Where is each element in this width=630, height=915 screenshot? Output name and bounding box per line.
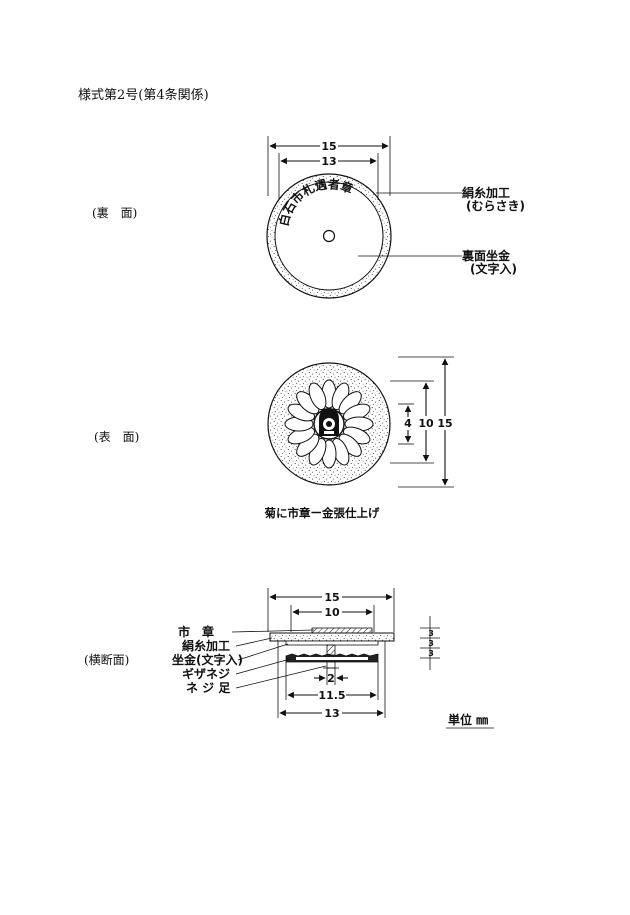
part-label-city-emblem: 市 章 [178, 624, 214, 639]
dim-c15-label: 15 [324, 591, 339, 604]
leader-screw-leg [235, 665, 327, 689]
leader-knurled-nut [235, 658, 291, 675]
dim-f15-label: 15 [437, 417, 452, 430]
leader-city-emblem [231, 629, 315, 633]
part-label-silk: 絹糸加工 [182, 638, 230, 653]
dim-c-stack-label-1: 3 [428, 629, 434, 638]
dim-c13-label: 13 [324, 707, 339, 720]
callout-plate-sub: (文字入) [470, 261, 517, 276]
unit-label: 単位 ㎜ [448, 712, 488, 727]
dim-c115-label: 11.5 [318, 689, 345, 702]
part-label-screw-leg: ネ ジ 足 [186, 681, 230, 695]
dim-f10-label: 10 [418, 417, 434, 430]
label-cross-section: (横断面) [84, 653, 130, 667]
callout-silk-sub: (むらさき) [466, 199, 525, 213]
leader-plate [237, 643, 289, 661]
dim-c-stack-label-2: 3 [428, 639, 434, 648]
dim-15-label: 15 [321, 140, 336, 153]
chrysanthemum-petals [284, 379, 374, 469]
layer-city-emblem [311, 627, 373, 634]
part-label-plate: 坐金(文字入) [172, 652, 243, 667]
center-hole [322, 229, 336, 243]
callout-silk: 絹糸加工 [462, 185, 510, 200]
front-caption: 菊に市章ー金張仕上げ [265, 506, 380, 520]
front-view: 15 10 4 菊に市章ー金張仕上げ [265, 356, 454, 520]
dim-c10-label: 10 [324, 606, 340, 619]
screw-leg [326, 661, 336, 669]
label-front-view: (表 面) [94, 430, 140, 444]
layer-silk [269, 632, 395, 642]
dim-c2-label: 2 [327, 672, 335, 685]
dim-c-stack-label-3: 3 [428, 649, 434, 658]
layer-plate-top [285, 640, 379, 646]
screw-shaft [326, 644, 336, 656]
city-emblem [319, 408, 339, 436]
label-back-view: (裏 面) [92, 206, 138, 220]
dim-13-label: 13 [321, 155, 336, 168]
cross-section-view: 15 10 2 11.5 13 市 章 [172, 588, 494, 729]
callout-plate: 裏面坐金 [461, 248, 511, 263]
part-label-knurled-nut: ギザネジ [182, 666, 230, 681]
back-view: 15 13 白石市札遇者章 絹糸加工 (むらさき) 裏面坐金 (文字入) [266, 136, 525, 299]
form-title: 様式第2号(第4条関係) [78, 88, 209, 103]
dim-f4-label: 4 [404, 417, 412, 430]
leader-silk [235, 637, 273, 647]
chrysanthemum-petal [308, 382, 327, 410]
nut-highlight [296, 657, 368, 660]
